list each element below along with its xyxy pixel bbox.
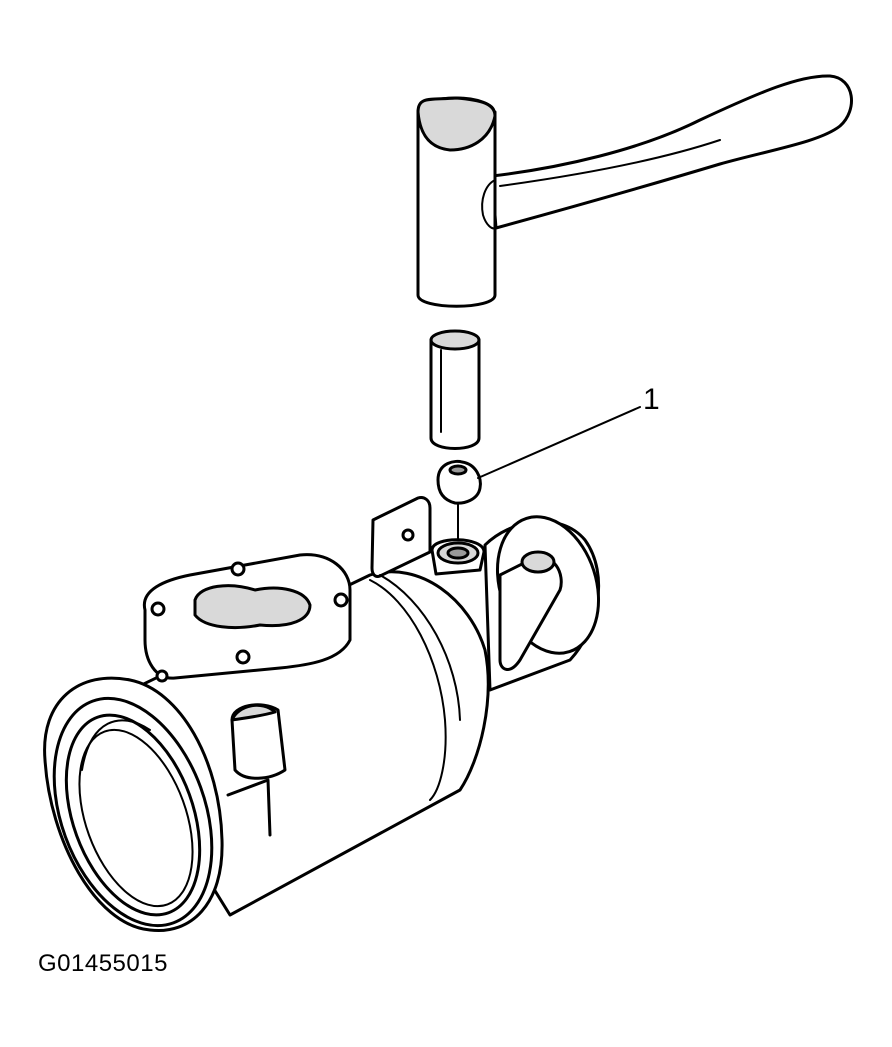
callout-number-1: 1 <box>643 383 660 416</box>
driver-tool-icon <box>429 329 481 450</box>
hammer-icon <box>416 74 853 308</box>
figure-id-label: G01455015 <box>38 950 168 977</box>
ball-check-icon <box>436 459 482 546</box>
callout-1: 1 <box>477 383 660 479</box>
valve-housing-icon <box>43 496 601 933</box>
